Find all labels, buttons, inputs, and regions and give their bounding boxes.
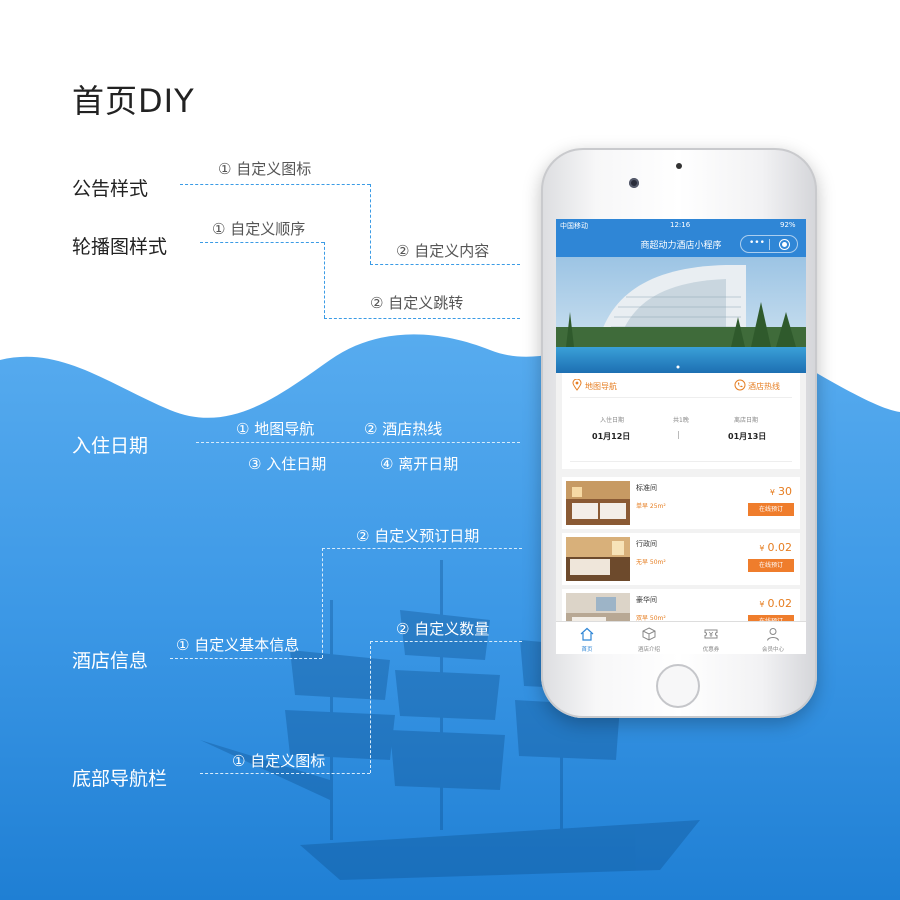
tab-label: 酒店介绍 [637, 647, 660, 653]
nav-connector [370, 641, 371, 773]
map-navigation-link[interactable]: 地图导航 [585, 382, 617, 391]
home-icon [580, 627, 594, 641]
status-carrier: 中国移动 [560, 222, 588, 230]
tab-home[interactable]: 首页 [556, 622, 618, 654]
page-title: 首页DIY [72, 82, 195, 120]
carousel-annotation-1: ① 自定义顺序 [212, 220, 306, 238]
date-separator [678, 431, 679, 439]
nav-annotation-1: ① 自定义图标 [232, 752, 326, 770]
carousel-connector [200, 242, 324, 243]
room-price: ¥0.02 [759, 541, 792, 554]
hotel-connector [322, 548, 522, 549]
section-checkin: 入住日期 [72, 435, 149, 457]
card-divider [570, 397, 792, 398]
checkin-label: 入住日期 [600, 417, 625, 424]
status-battery: 92% [780, 221, 796, 229]
checkout-label: 离店日期 [734, 417, 759, 424]
book-button[interactable]: 在线预订 [748, 559, 794, 572]
hotel-hotline-link[interactable]: 酒店热线 [748, 382, 780, 391]
tab-label: 首页 [581, 647, 593, 653]
room-name: 行政间 [636, 540, 657, 548]
close-circle-icon[interactable] [779, 239, 790, 250]
checkin-date[interactable]: 01月12日 [592, 432, 631, 441]
mini-program-navbar: 商超动力酒店小程序 ••• [556, 231, 806, 257]
tab-hotel-intro[interactable]: 酒店介绍 [618, 622, 680, 654]
carousel-connector [324, 318, 520, 319]
room-price: ¥30 [769, 485, 792, 498]
more-icon[interactable]: ••• [749, 238, 765, 248]
card-divider [570, 461, 792, 462]
nights-label: 共1晚 [673, 417, 689, 424]
checkin-annotation-4: ④ 离开日期 [380, 455, 459, 473]
checkin-connector [196, 442, 520, 443]
nav-connector [200, 773, 370, 774]
notice-connector [370, 264, 520, 265]
carousel-annotation-2: ② 自定义跳转 [370, 294, 464, 312]
section-hotel-info: 酒店信息 [72, 650, 149, 672]
room-desc: 单早 25m² [636, 503, 666, 510]
section-notice: 公告样式 [72, 178, 149, 200]
room-item[interactable]: 行政间 无早 50m² ¥0.02 在线预订 [562, 533, 800, 585]
book-button[interactable]: 在线预订 [748, 503, 794, 516]
hotel-annotation-2: ② 自定义预订日期 [356, 527, 480, 545]
phone-camera [629, 178, 639, 188]
status-bar: 中国移动 12:16 92% [556, 219, 806, 231]
user-icon [767, 628, 779, 641]
room-item[interactable]: 标准间 单早 25m² ¥30 在线预订 [562, 477, 800, 529]
notice-connector [180, 184, 370, 185]
nav-connector [370, 641, 522, 642]
status-time: 12:16 [670, 221, 691, 229]
phone-home-button[interactable] [656, 664, 700, 708]
checkin-annotation-1: ① 地图导航 [236, 420, 315, 438]
tab-label: 优惠券 [702, 647, 720, 653]
hotel-annotation-3: ② 自定义数量 [396, 620, 490, 638]
room-photo [566, 481, 630, 525]
phone-screen: 中国移动 12:16 92% 商超动力酒店小程序 ••• [556, 219, 806, 654]
capsule-menu[interactable]: ••• [740, 235, 798, 253]
section-carousel: 轮播图样式 [72, 236, 168, 258]
phone-sensor [676, 163, 682, 169]
checkin-annotation-2: ② 酒店热线 [364, 420, 443, 438]
notice-annotation-1: ① 自定义图标 [218, 160, 312, 178]
navbar-title: 商超动力酒店小程序 [640, 241, 722, 251]
bottom-tab-bar: 首页 酒店介绍 优惠券 会员中心 [556, 621, 806, 654]
checkin-annotation-3: ③ 入住日期 [248, 455, 327, 473]
room-price: ¥0.02 [759, 597, 792, 610]
cube-icon [642, 627, 656, 641]
room-name: 豪华间 [636, 596, 657, 604]
section-bottom-nav: 底部导航栏 [72, 768, 168, 790]
room-name: 标准间 [636, 484, 657, 492]
tab-member-center[interactable]: 会员中心 [742, 622, 804, 654]
hotel-connector [170, 658, 322, 659]
notice-annotation-2: ② 自定义内容 [396, 242, 490, 260]
carousel-banner[interactable] [556, 257, 806, 373]
tab-label: 会员中心 [761, 647, 784, 653]
checkout-date[interactable]: 01月13日 [728, 432, 767, 441]
room-photo [566, 537, 630, 581]
checkin-card: 地图导航 酒店热线 入住日期 共1晚 离店日期 01月12日 01月13日 [562, 373, 800, 469]
coupon-icon [704, 629, 718, 639]
notice-connector [370, 184, 371, 264]
carousel-connector [324, 242, 325, 318]
room-desc: 无早 50m² [636, 559, 666, 566]
hotel-annotation-1: ① 自定义基本信息 [176, 636, 300, 654]
tab-coupons[interactable]: 优惠券 [680, 622, 742, 654]
capsule-divider [769, 239, 770, 250]
room-desc: 双早 50m² [636, 615, 666, 622]
hotel-connector [322, 548, 323, 658]
phone-icon[interactable] [734, 379, 746, 391]
map-pin-icon[interactable] [572, 379, 582, 391]
